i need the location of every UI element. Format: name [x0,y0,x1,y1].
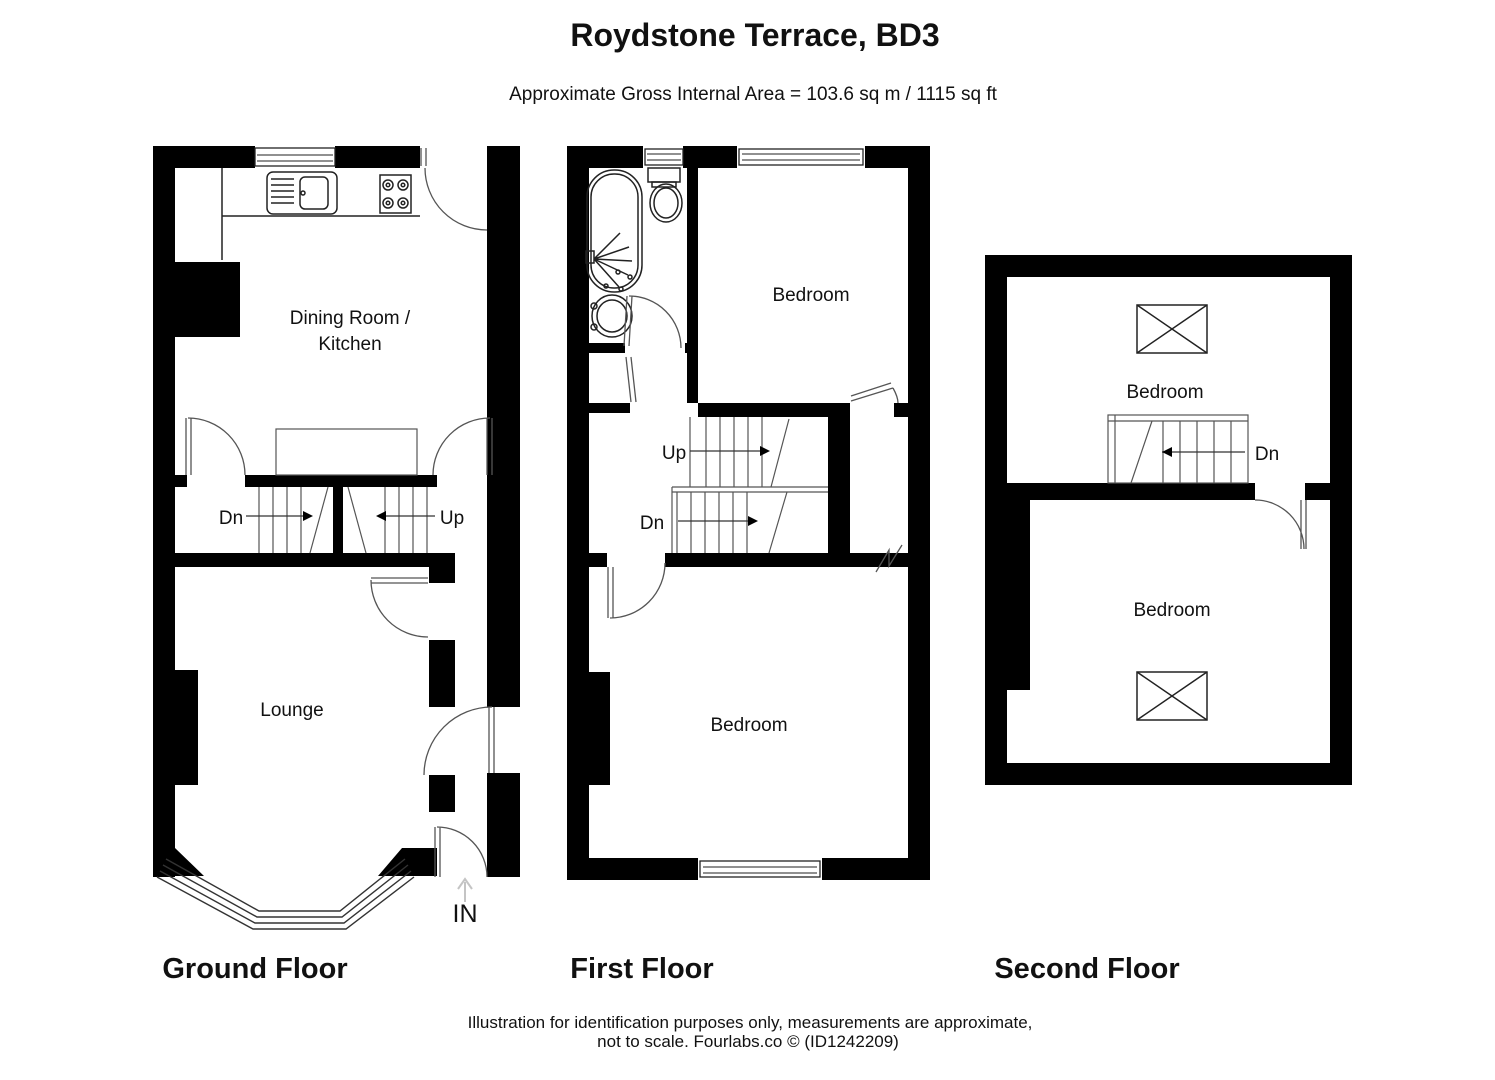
stair-label-dn: Dn [1255,444,1279,465]
stair-dn-arrow-icon [748,516,758,526]
skylight-icon [1136,671,1208,721]
second-floor-plan: Bedroom Bedroom Dn Second Floor [985,255,1352,985]
page-subtitle: Approximate Gross Internal Area = 103.6 … [509,84,997,105]
kitchen-counter [221,168,420,260]
bathroom-window-icon [644,148,684,166]
door-arc-second [1254,499,1307,550]
entrance-label: IN [453,900,478,928]
bathtub-icon [585,169,643,293]
ground-floor-plan: Dining Room / Kitchen Lounge Dn Up IN Gr… [153,146,520,985]
stair-dn-arrow-icon [1162,447,1172,457]
stair-arrow-left-icon [376,511,386,521]
stair-up-arrow-icon [760,446,770,456]
room-label-bedroom-back: Bedroom [710,715,787,736]
stair-cupboard [275,428,418,476]
room-label-bedroom-back: Bedroom [1133,600,1210,621]
bay-window-icon [156,858,415,930]
stair-label-up: Up [662,443,686,464]
first-floor-plan: Bedroom Bedroom Up Dn First Floor [567,146,930,985]
sink-icon [266,171,338,215]
skylight-icon [1136,304,1208,354]
second-stairs [1107,414,1249,484]
footer-disclaimer-line1: Illustration for identification purposes… [468,1013,1033,1032]
room-label-lounge: Lounge [260,700,323,721]
stair-label-dn: Dn [640,513,664,534]
room-label-bedroom-front: Bedroom [772,285,849,306]
floor-label-ground: Ground Floor [162,953,347,985]
entrance-arrow-icon [457,877,473,902]
ground-walls [153,146,520,877]
page-title: Roydstone Terrace, BD3 [570,17,939,53]
stair-arrow-right-icon [303,511,313,521]
floor-label-second: Second Floor [994,953,1179,985]
front-bedroom-window-icon [738,148,864,166]
basin-icon [590,294,633,338]
stair-label-up: Up [440,508,464,529]
stair-label-dn: Dn [219,508,243,529]
ground-stairs [246,486,435,554]
hob-icon [379,174,412,214]
door-arcs-ground [185,148,495,878]
toilet-icon [647,167,683,223]
room-label-bedroom-front: Bedroom [1126,382,1203,403]
room-label-dining-kitchen: Dining Room / [290,308,411,329]
break-line-icon [875,544,903,573]
first-walls [567,146,930,880]
footer-disclaimer-line2: not to scale. Fourlabs.co © (ID1242209) [597,1032,899,1051]
first-stairs [671,417,828,554]
room-label-kitchen: Kitchen [318,334,381,355]
kitchen-window-icon [254,147,336,167]
second-walls [985,255,1352,785]
back-bedroom-window-icon [699,860,821,878]
floor-label-first: First Floor [570,953,713,985]
door-arcs-first [607,295,899,619]
